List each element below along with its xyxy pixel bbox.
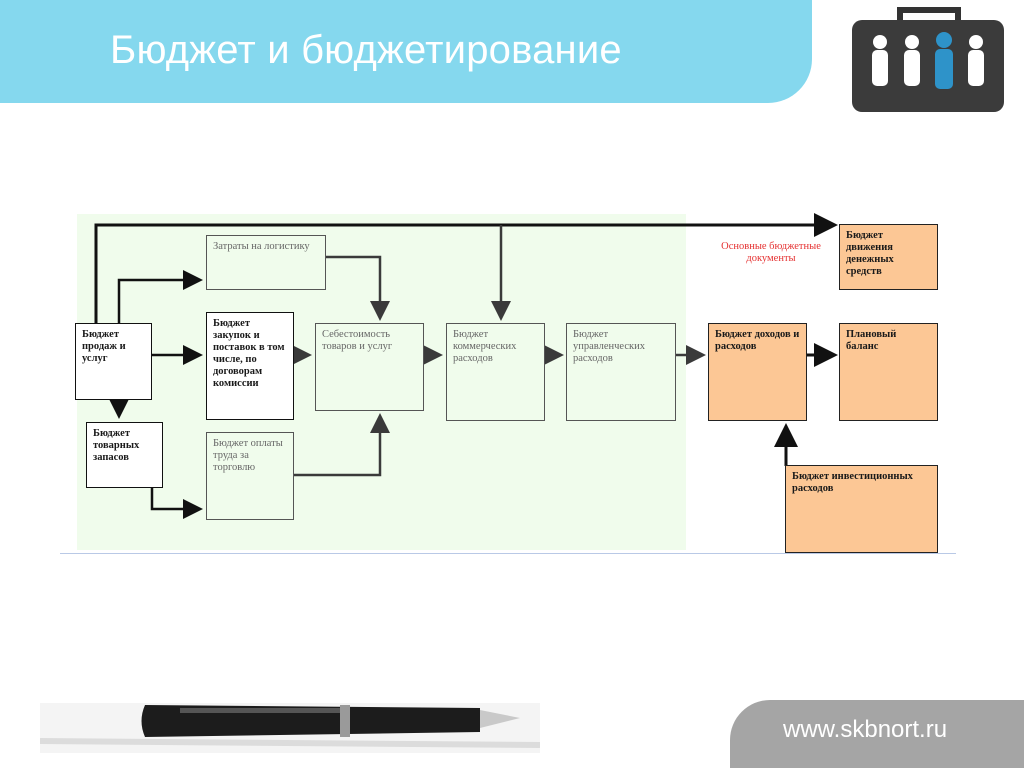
footer-url-link[interactable]: www.skbnort.ru <box>783 716 948 743</box>
footer-band <box>730 700 1024 768</box>
page-title: Бюджет и бюджетирование <box>110 28 622 72</box>
node-management-expenses: Бюджет управленческих расходов <box>566 323 676 421</box>
fountain-pen-icon <box>40 703 540 753</box>
node-labor-budget: Бюджет оплаты труда за торговлю <box>206 432 294 520</box>
node-commercial-expenses: Бюджет коммерческих расходов <box>446 323 545 421</box>
node-purchases-budget: Бюджет закупок и поставок в том числе, п… <box>206 312 294 420</box>
node-sales-budget: Бюджет продаж и услуг <box>75 323 152 400</box>
node-income-expense-budget: Бюджет доходов и расходов <box>708 323 807 421</box>
divider-line <box>60 553 956 554</box>
node-inventory-budget: Бюджет товарных запасов <box>86 422 163 488</box>
node-planned-balance: Плановый баланс <box>839 323 938 421</box>
main-documents-note: Основные бюджетные документы <box>721 241 821 264</box>
node-cashflow-budget: Бюджет движения денежных средств <box>839 224 938 290</box>
briefcase-people-logo-icon <box>852 7 1004 112</box>
node-investment-budget: Бюджет инвестиционных расходов <box>785 465 938 553</box>
node-logistics-costs: Затраты на логистику <box>206 235 326 290</box>
title-banner <box>0 0 812 103</box>
node-cost-of-goods: Себестоимость товаров и услуг <box>315 323 424 411</box>
